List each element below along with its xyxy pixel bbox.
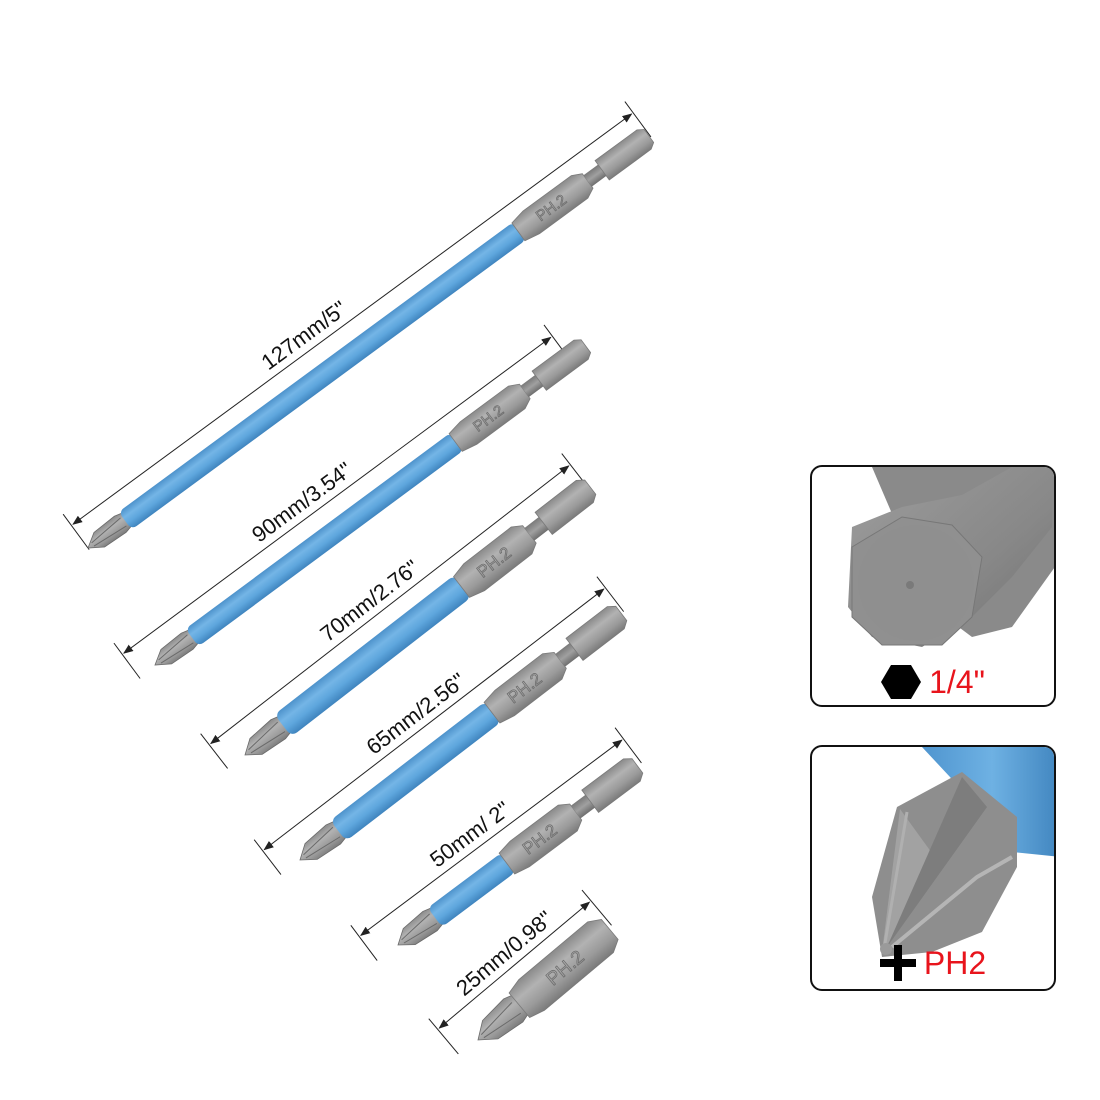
neck	[555, 643, 580, 667]
hex-shank	[508, 919, 619, 1019]
phillips-tip-closeup	[872, 747, 1054, 957]
neck	[583, 164, 607, 187]
hex-end	[534, 479, 597, 535]
shank-detail-panel: 1/4"	[810, 465, 1056, 707]
tip-detail-panel: PH2	[810, 745, 1056, 991]
hex-shank	[448, 383, 531, 452]
hex-shank	[483, 651, 567, 724]
neck	[520, 375, 544, 398]
hex-end	[565, 605, 628, 662]
neck	[524, 516, 549, 541]
shank-caption: 1/4"	[812, 665, 1054, 699]
hex-end	[581, 758, 644, 814]
hex-shank	[511, 173, 594, 242]
phillips-cross-icon	[879, 945, 916, 981]
hex-end	[594, 129, 655, 181]
hexagon-icon	[881, 665, 922, 699]
neck	[570, 794, 595, 819]
tip-caption: PH2	[812, 945, 1054, 981]
tip-type-label: PH2	[923, 945, 987, 981]
hex-shank-closeup	[848, 467, 1054, 647]
hex-end	[531, 339, 592, 391]
shank-size-label: 1/4"	[929, 664, 985, 700]
dimension-line: 127mm/5"	[62, 101, 652, 550]
hex-shank	[498, 803, 583, 875]
